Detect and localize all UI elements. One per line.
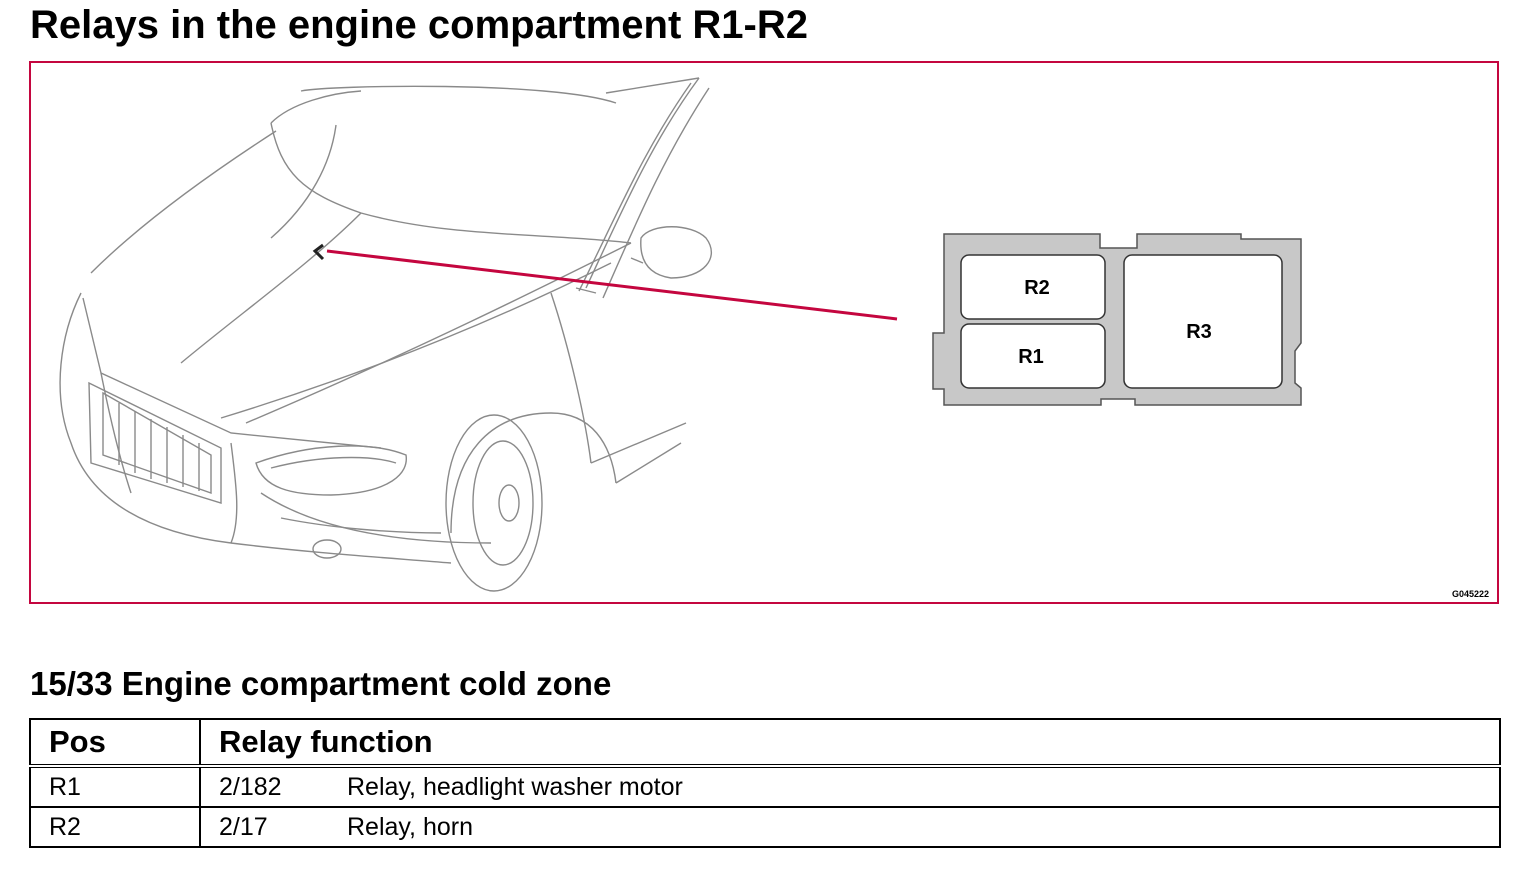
- table-row: R1 2/182 Relay, headlight washer motor: [29, 765, 1501, 808]
- table-header-row: Pos Relay function: [29, 718, 1501, 767]
- page-title: Relays in the engine compartment R1-R2: [30, 3, 808, 47]
- relay-label-r2: R2: [1024, 277, 1050, 299]
- table-row: R2 2/17 Relay, horn: [29, 806, 1501, 848]
- relay-box: R2 R1 R3: [932, 233, 1302, 406]
- relay-description: Relay, headlight washer motor: [347, 772, 683, 801]
- hood-marker-icon: [312, 243, 325, 261]
- figure-id: G045222: [1451, 589, 1489, 599]
- pointer-line: [326, 249, 898, 321]
- relay-slot-r2: [960, 254, 1106, 320]
- cell-pos: R1: [29, 765, 201, 808]
- relay-slot-r3: [1123, 254, 1283, 389]
- car-diagram: R2 R1 R3: [59, 77, 1302, 592]
- section-title: 15/33 Engine compartment cold zone: [30, 665, 612, 702]
- cell-function: 2/182 Relay, headlight washer motor: [199, 765, 1501, 808]
- relay-code: 2/182: [219, 772, 282, 801]
- header-pos: Pos: [29, 718, 201, 767]
- cell-pos: R2: [29, 806, 201, 848]
- cell-function: 2/17 Relay, horn: [199, 806, 1501, 848]
- relay-description: Relay, horn: [347, 812, 473, 841]
- relay-label-r3: R3: [1186, 321, 1212, 343]
- relay-code: 2/17: [219, 812, 268, 841]
- header-relay-function: Relay function: [199, 718, 1501, 767]
- relay-label-r1: R1: [1018, 346, 1044, 368]
- relay-slot-r1: [960, 323, 1106, 389]
- relay-table: Pos Relay function R1 2/182 Relay, headli…: [29, 718, 1501, 848]
- engine-compartment-figure: R2 R1 R3 G045222: [29, 61, 1499, 604]
- car-illustration: [59, 77, 712, 592]
